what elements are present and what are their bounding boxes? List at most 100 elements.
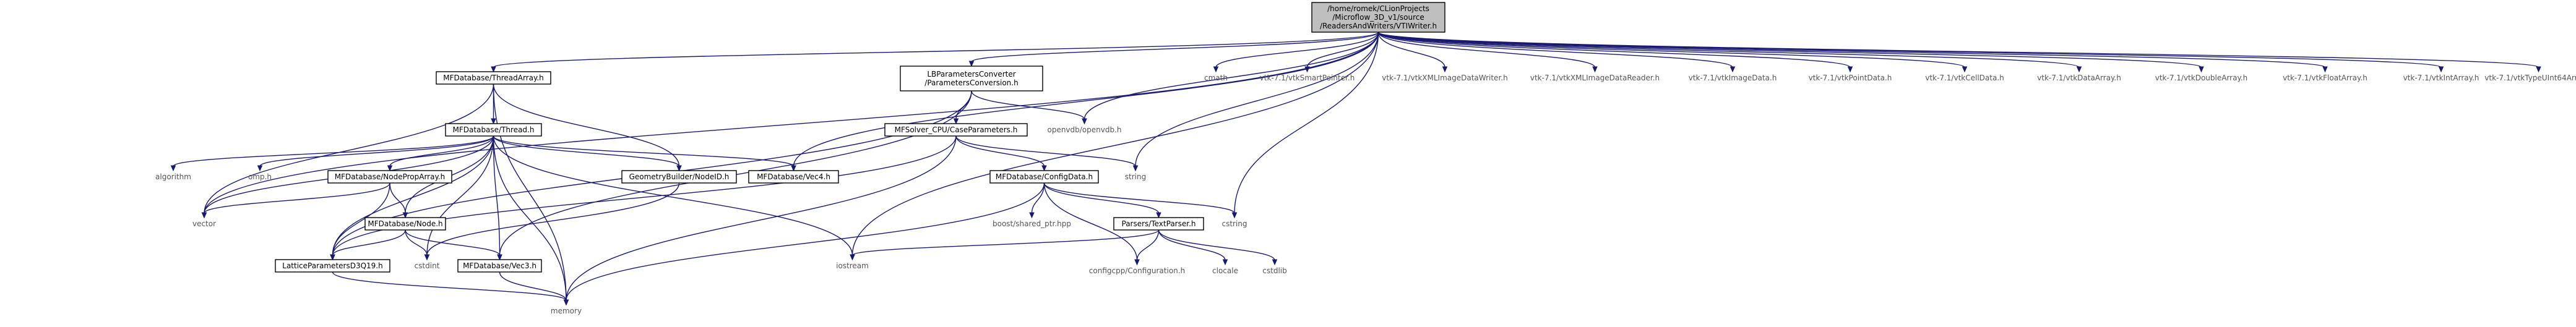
edge-vec3-to-memory (499, 271, 567, 301)
arrowhead-root-to-vtkdoublearray (2199, 66, 2204, 73)
edge-thread-to-nodeproparray (389, 135, 494, 167)
edge-configdata-to-configcpp (1043, 182, 1138, 261)
node-vec4[interactable]: MFDatabase/Vec4.h (748, 170, 839, 184)
node-vec3-box[interactable] (457, 259, 542, 273)
edge-thread-to-algorithm (173, 135, 494, 167)
edge-configdata-to-memory (566, 182, 1045, 301)
node-vtkpointdata-label-0: vtk-7.1/vtkPointData.h (1809, 74, 1892, 82)
node-string-label-0: string (1125, 172, 1146, 181)
edge-node-to-vec3 (405, 229, 501, 256)
node-vec4-box[interactable] (748, 170, 839, 184)
node-memory: memory (551, 307, 582, 315)
edge-nodeproparray-to-vector (204, 182, 390, 214)
node-lbparams[interactable]: LBParametersConverter/ParametersConversi… (900, 66, 1043, 91)
node-threadarray-box[interactable] (436, 71, 551, 85)
arrowhead-root-to-threadarray (491, 66, 496, 73)
edge-configdata-to-cstring (1043, 182, 1235, 214)
arrowhead-root-to-vtkpointdata (1847, 66, 1853, 73)
node-vector-label-0: vector (192, 219, 216, 228)
arrowhead-node-to-vec3 (497, 254, 502, 261)
edge-root-to-vtkcelldata (1377, 32, 1965, 68)
node-clocale: clocale (1212, 266, 1238, 275)
node-vtkdoublearray-label-0: vtk-7.1/vtkDoubleArray.h (2155, 74, 2248, 82)
node-node-box[interactable] (364, 217, 446, 231)
edge-root-to-vector (204, 32, 1379, 214)
edge-root-to-threadarray (493, 32, 1379, 68)
arrowhead-root-to-vtkdataarray (2076, 66, 2082, 73)
arrowhead-node-to-cstdint (424, 254, 430, 261)
edge-threadarray-to-vector (204, 83, 494, 214)
node-omp-label-0: omp.h (248, 172, 272, 181)
edge-root-to-vtkfloatarray (1377, 32, 2326, 68)
edge-root-to-iostream (851, 32, 1379, 256)
node-lbparams-box[interactable] (900, 66, 1043, 91)
node-latticepar[interactable]: LatticeParametersD3Q19.h (275, 259, 390, 273)
node-cstdint-label-0: cstdint (415, 261, 440, 270)
node-vec3-label-0: MFDatabase/Vec3.h (463, 261, 536, 270)
node-thread-box[interactable] (445, 123, 542, 137)
node-latticepar-box[interactable] (275, 259, 390, 273)
node-vector: vector (192, 219, 216, 228)
node-cstring: cstring (1221, 219, 1247, 228)
node-threadarray[interactable]: MFDatabase/ThreadArray.h (436, 71, 551, 85)
node-vtkfloatarray-label-0: vtk-7.1/vtkFloatArray.h (2283, 74, 2367, 82)
arrowhead-textparser-to-iostream (850, 254, 855, 261)
arrowhead-nodeproparray-to-vector (201, 212, 207, 219)
node-node[interactable]: MFDatabase/Node.h (364, 217, 446, 231)
node-vtkpointdata: vtk-7.1/vtkPointData.h (1809, 74, 1892, 82)
arrowhead-nodeproparray-to-node (402, 212, 408, 219)
node-latticepar-label-0: LatticeParametersD3Q19.h (282, 261, 382, 270)
node-openvdb: openvdb/openvdb.h (1047, 125, 1121, 134)
node-lbparams-label-0: LBParametersConverter (927, 70, 1015, 79)
node-boostshared: boost/shared_ptr.hpp (993, 219, 1071, 228)
node-vec4-label-0: MFDatabase/Vec4.h (757, 172, 830, 181)
node-openvdb-label-0: openvdb/openvdb.h (1047, 125, 1121, 134)
node-casepar[interactable]: MFSolver_CPU/CaseParameters.h (884, 123, 1028, 137)
arrowhead-root-to-vtkfloatarray (2322, 66, 2328, 73)
node-threadarray-label-0: MFDatabase/ThreadArray.h (443, 74, 544, 82)
node-string: string (1125, 172, 1146, 181)
node-vtkimagedata-label-0: vtk-7.1/vtkImageData.h (1689, 74, 1777, 82)
node-nodeproparray[interactable]: MFDatabase/NodePropArray.h (327, 170, 452, 184)
node-vtksmartpointer: vtk-7.1/vtkSmartPointer.h (1260, 74, 1355, 82)
edge-nodeproparray-to-node (389, 182, 406, 214)
node-cmath: cmath (1204, 74, 1228, 82)
node-root-label-2: /ReadersAndWriters/VTIWriter.h (1320, 22, 1437, 30)
edge-root-to-vtkdataarray (1377, 32, 2080, 68)
edge-thread-to-geombuilder (493, 135, 680, 167)
arrowhead-configdata-to-textparser (1156, 212, 1161, 219)
arrowhead-vec3-to-memory (563, 299, 569, 306)
edge-textparser-to-iostream (851, 229, 1160, 256)
node-nodeproparray-box[interactable] (327, 170, 452, 184)
node-root-box[interactable] (1311, 2, 1445, 33)
arrowhead-textparser-to-cstdlib (1272, 259, 1278, 266)
node-casepar-box[interactable] (884, 123, 1028, 137)
edge-root-to-vtkxmlwriter (1377, 32, 1445, 68)
arrowhead-thread-to-algorithm (170, 165, 176, 172)
edge-threadarray-to-geombuilder (493, 83, 680, 167)
arrowhead-root-to-vtkxmlwriter (1442, 66, 1448, 73)
node-root-label-1: /Microflow_3D_v1/source (1332, 13, 1424, 22)
node-textparser-box[interactable] (1113, 217, 1204, 231)
node-cstdint: cstdint (415, 261, 440, 270)
node-thread-label-0: MFDatabase/Thread.h (453, 125, 535, 134)
edge-textparser-to-cstdlib (1158, 229, 1275, 261)
arrowhead-configdata-to-boostshared (1029, 212, 1035, 219)
edge-root-to-lbparams (971, 32, 1379, 62)
arrowhead-textparser-to-clocale (1222, 259, 1228, 266)
node-lbparams-label-1: /ParametersConversion.h (924, 79, 1018, 87)
node-vec3[interactable]: MFDatabase/Vec3.h (457, 259, 542, 273)
edge-lbparams-to-openvdb (971, 90, 1085, 120)
node-textparser[interactable]: Parsers/TextParser.h (1113, 217, 1204, 231)
node-root[interactable]: /home/romek/CLionProjects/Microflow_3D_v… (1311, 2, 1445, 33)
edge-thread-to-vec4 (493, 135, 795, 167)
edge-root-to-vec4 (793, 32, 1379, 167)
node-geombuilder-box[interactable] (621, 170, 737, 184)
node-configdata-box[interactable] (989, 170, 1099, 184)
node-thread[interactable]: MFDatabase/Thread.h (445, 123, 542, 137)
edge-root-to-openvdb (1083, 32, 1379, 120)
node-vtktypeduint: vtk-7.1/vtkTypeUInt64Array.h (2484, 74, 2576, 82)
node-geombuilder[interactable]: GeometryBuilder/NodeID.h (621, 170, 737, 184)
node-configdata[interactable]: MFDatabase/ConfigData.h (989, 170, 1099, 184)
arrowhead-thread-to-geombuilder (676, 165, 682, 172)
